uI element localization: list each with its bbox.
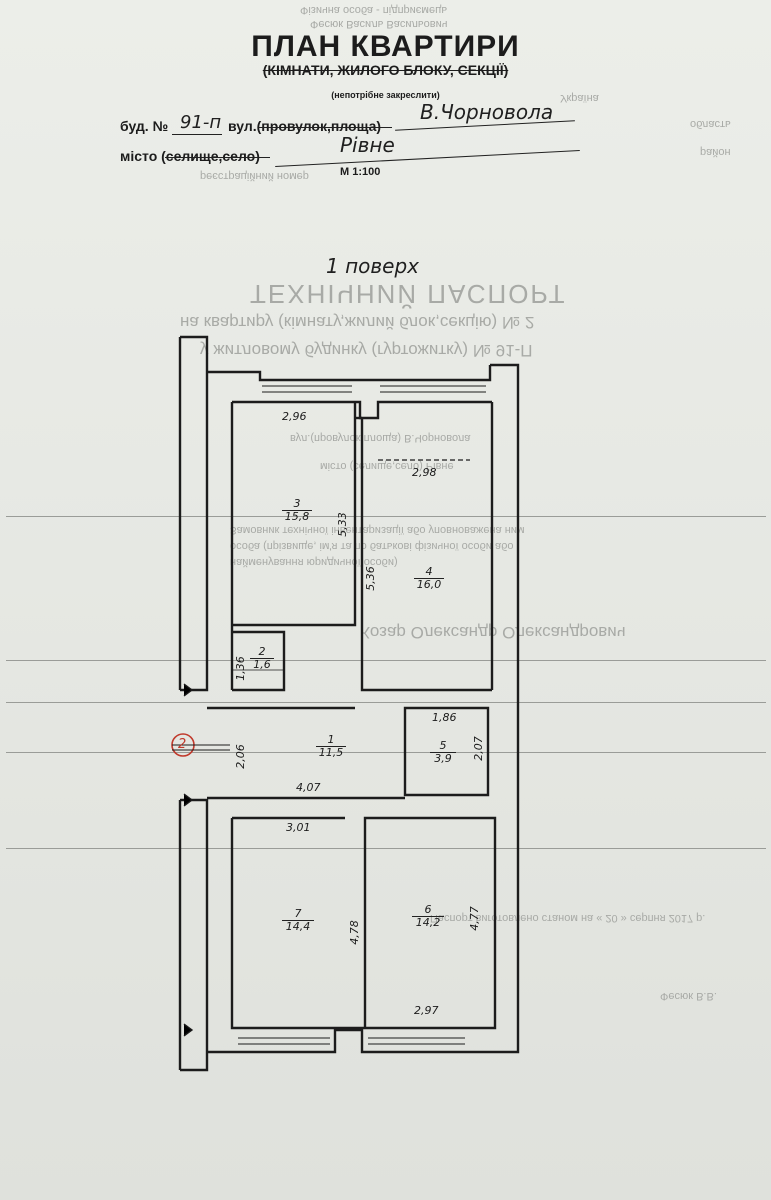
subtitle-text: (КІМНАТИ, ЖИЛОГО БЛОКУ, СЕКЦІЇ) [262, 62, 509, 78]
ghost-frame-top [6, 516, 766, 517]
city-value: Рівне [340, 133, 395, 157]
room-6-label: 6 14,2 [412, 904, 444, 929]
room-4-area: 16,0 [416, 578, 442, 591]
building-underline [172, 134, 222, 135]
ghost-frame-bottom [6, 848, 766, 849]
document-title: ПЛАН КВАРТИРИ [251, 30, 520, 63]
ghost-frame-row-2 [6, 702, 766, 703]
dim-room-3-length: 5,33 [335, 512, 349, 537]
room-4-number: 4 [414, 566, 444, 579]
building-number: 91-п [180, 112, 222, 133]
dim-room-3-width: 2,96 [282, 410, 307, 423]
dim-room-6-width: 2,97 [414, 1004, 439, 1017]
room-6-area: 14,2 [415, 916, 441, 929]
dim-corridor-length: 4,07 [296, 781, 321, 794]
room-2-area: 1,6 [253, 658, 271, 671]
street-value: В.Чорновола [420, 100, 554, 124]
room-7-label: 7 14,4 [282, 908, 314, 933]
room-3-number: 3 [282, 498, 312, 511]
room-2-number: 2 [250, 646, 274, 659]
street-strike [258, 127, 392, 128]
floor-label: 1 поверх [326, 254, 420, 278]
inner-face-top [232, 400, 492, 420]
room-1-label: 1 11,5 [316, 734, 346, 759]
city-label: місто (селище,село) [120, 148, 260, 164]
room-3-area: 15,8 [284, 510, 310, 523]
room-7-area: 14,4 [285, 920, 311, 933]
outer-wall-top [207, 365, 492, 382]
break-marks [183, 683, 194, 1037]
street-label: вул.(провулок,площа) [228, 118, 381, 134]
room-7-number: 7 [282, 908, 314, 921]
dim-room-7-width: 3,01 [286, 821, 311, 834]
building-label: буд. № [120, 118, 169, 134]
room-6-number: 6 [412, 904, 444, 917]
dim-corridor-width: 2,06 [233, 744, 247, 769]
dim-room-6-length: 4,77 [467, 906, 481, 931]
room-2-label: 2 1,6 [250, 646, 274, 671]
ghost-frame-row-1 [6, 660, 766, 661]
corridor-jambs [207, 706, 232, 800]
room-1-area: 11,5 [318, 746, 344, 759]
room-5-area: 3,9 [434, 752, 452, 765]
dim-room-2-length: 1,36 [233, 656, 247, 681]
street-label-text: вул.(провулок,площа) [228, 118, 382, 134]
room-5-number: 5 [430, 740, 456, 753]
room-4-label: 4 16,0 [414, 566, 444, 591]
partition-room-4 [360, 418, 492, 692]
outer-wall-bottom [207, 1028, 468, 1054]
entrance-marker-label: 2 [178, 737, 187, 752]
scale-label: М 1:100 [340, 166, 381, 178]
room-5-label: 5 3,9 [430, 740, 456, 765]
ghost-frame-row-3 [6, 752, 766, 753]
room-5-frame [403, 706, 490, 797]
strike-note: (непотрібне закреслити) [331, 90, 440, 100]
document-subtitle: (КІМНАТИ, ЖИЛОГО БЛОКУ, СЕКЦІЇ) [0, 62, 771, 78]
dim-room-7-length: 4,78 [347, 920, 361, 945]
dim-room-5-length: 2,07 [471, 736, 485, 761]
outer-wall-right [468, 363, 520, 1054]
room-3-label: 3 15,8 [282, 498, 312, 523]
outer-wall-left-upper [180, 335, 209, 692]
dim-room-4-length: 5,36 [363, 566, 377, 591]
dim-room-5-width: 1,86 [432, 711, 457, 724]
outer-wall-left-lower [180, 798, 209, 1072]
room-1-number: 1 [316, 734, 346, 747]
rooms-6-7-frame [230, 816, 497, 1030]
city-strike [165, 157, 270, 158]
partition-room-3 [232, 402, 357, 627]
windows [238, 385, 486, 1045]
room-2-frame [232, 630, 286, 692]
dim-room-4-width: 2,98 [412, 466, 437, 479]
